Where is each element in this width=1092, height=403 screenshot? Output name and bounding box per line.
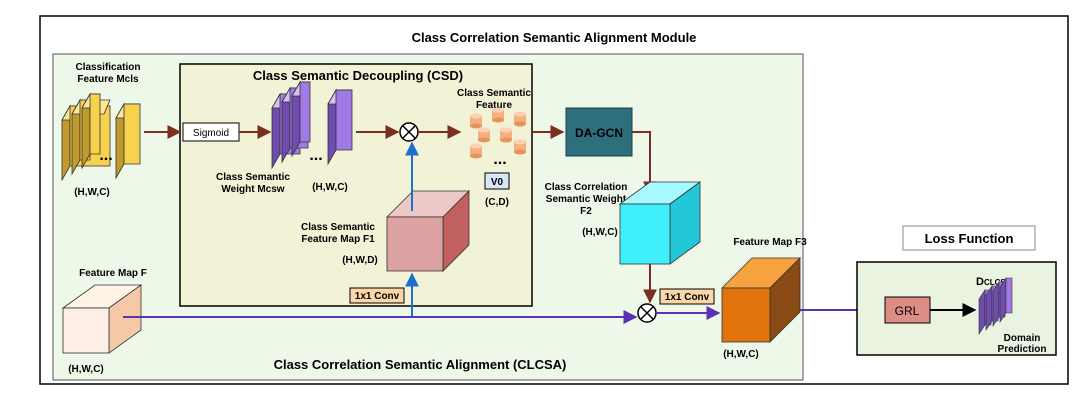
mcls-shape: (H,W,C) — [74, 187, 110, 198]
conv-box-clcsa — [659, 288, 715, 305]
feature-cylinder — [514, 111, 526, 127]
mcsw-slab-4 — [327, 88, 353, 166]
mcls-slab-4 — [115, 102, 141, 180]
conv-label-clcsa: 1x1 Conv — [665, 292, 710, 303]
mcls-tensor-stack — [61, 92, 141, 182]
clcsa-title: Class Correlation Semantic Alignment (CL… — [274, 357, 567, 372]
mcls-ellipsis: ... — [99, 147, 112, 164]
dagcn-label: DA-GCN — [575, 126, 623, 140]
mcsw-tensor-stack — [271, 80, 353, 170]
grl-box — [884, 296, 931, 324]
sigmoid-label: Sigmoid — [193, 128, 229, 139]
class-semantic-feature-label-2: Feature — [476, 100, 513, 111]
feature-map-f-cube — [61, 284, 143, 354]
v0-box — [484, 172, 510, 190]
loss-title-box — [902, 225, 1036, 251]
f1-label-2: Feature Map F1 — [301, 234, 375, 245]
mcsw-label-2: Weight Mcsw — [221, 184, 284, 195]
feature-map-f-shape: (H,W,C) — [68, 364, 104, 375]
domain-prediction-label-2: Prediction — [998, 344, 1047, 355]
feature-cylinder — [500, 127, 512, 143]
f2-cube — [618, 181, 702, 265]
multiply-node-csd — [399, 122, 419, 142]
f3-shape: (H,W,C) — [723, 349, 759, 360]
mcsw-ellipsis: ... — [309, 147, 322, 164]
f1-shape: (H,W,D) — [342, 255, 378, 266]
class-semantic-feature-label-1: Class Semantic — [457, 88, 531, 99]
classification-label-2: Feature Mcls — [77, 74, 139, 85]
v0-label: V0 — [491, 177, 504, 188]
feature-cylinder — [514, 139, 526, 155]
classification-label-1: Classification — [75, 62, 140, 73]
f2-label-1: Class Correlation — [545, 182, 628, 193]
f1-cube — [386, 190, 470, 272]
mcls-slab-3 — [81, 92, 101, 170]
csd-panel — [179, 63, 533, 307]
conv-label-csd: 1x1 Conv — [355, 291, 400, 302]
discriminator-stack — [978, 277, 1013, 335]
module-title: Class Correlation Semantic Alignment Mod… — [412, 30, 697, 45]
feature-cylinder — [492, 107, 504, 123]
feature-cylinder — [470, 113, 482, 129]
discriminator-label: DCLCSA — [976, 276, 1012, 288]
multiply-node-clcsa — [637, 303, 657, 323]
discriminator-slab-4 — [999, 277, 1013, 323]
mcsw-shape: (H,W,C) — [312, 182, 348, 193]
feature-ellipsis: ... — [493, 151, 506, 168]
feature-cylinder — [478, 127, 490, 143]
f1-label-1: Class Semantic — [301, 222, 375, 233]
grl-label: GRL — [895, 304, 920, 318]
f2-label-3: F2 — [580, 206, 592, 217]
f2-label-2: Semantic Weight — [546, 194, 627, 205]
loss-title: Loss Function — [925, 231, 1014, 246]
feature-cylinder — [470, 143, 482, 159]
feature-map-f-label: Feature Map F — [79, 268, 147, 279]
arrow-dagcn-f2 — [632, 131, 657, 196]
v0-shape: (C,D) — [485, 197, 509, 208]
domain-prediction-label-1: Domain — [1004, 333, 1041, 344]
mcsw-slab-3 — [291, 80, 311, 158]
mcsw-label-1: Class Semantic — [216, 172, 290, 183]
f2-shape: (H,W,C) — [582, 227, 618, 238]
f3-label: Feature Map F3 — [733, 237, 807, 248]
dagcn-box — [565, 107, 633, 157]
csd-title: Class Semantic Decoupling (CSD) — [253, 68, 463, 83]
f3-cube — [721, 257, 801, 343]
conv-box-csd — [349, 287, 405, 304]
